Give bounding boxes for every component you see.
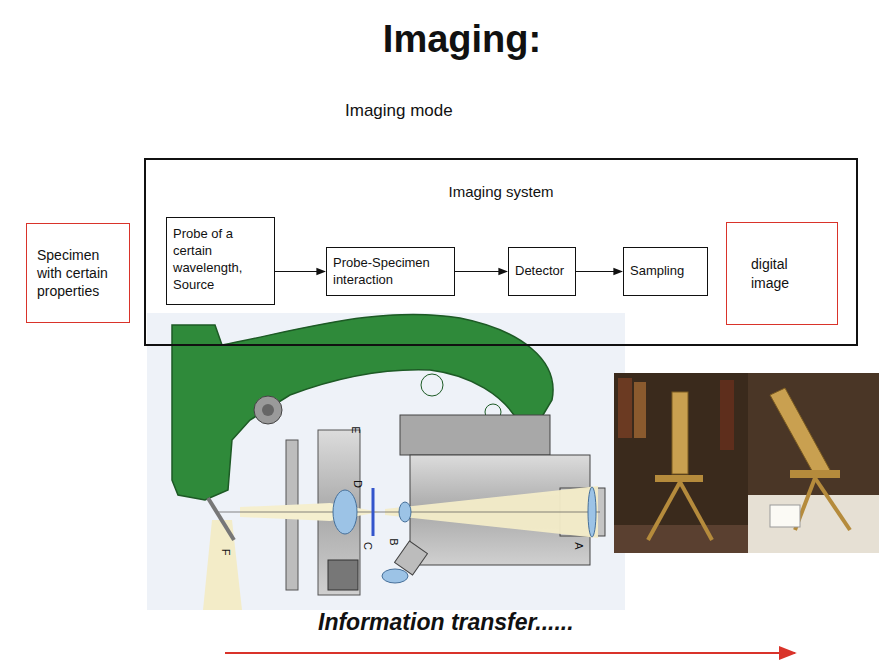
specimen-slide xyxy=(372,488,375,536)
paper-sheet xyxy=(770,505,800,527)
transfer-caption: Information transfer...... xyxy=(318,609,574,636)
brass-leg xyxy=(815,478,850,530)
part-letter: F xyxy=(220,549,232,556)
focus-knob xyxy=(262,404,274,416)
flow-arrow xyxy=(576,271,622,272)
condenser-lens xyxy=(333,490,357,534)
table xyxy=(748,495,879,553)
brass-leg xyxy=(680,482,712,540)
part-letter: E xyxy=(350,426,362,433)
photo-ground xyxy=(748,373,879,553)
objective-lens xyxy=(399,502,411,522)
box-label: Probe of a certain wavelength, Source xyxy=(173,226,268,294)
arm-hole xyxy=(421,374,443,396)
process-box: Probe of a certain wavelength, Source xyxy=(166,217,275,305)
box-label: Detector xyxy=(515,263,564,280)
brass-tube xyxy=(672,392,688,474)
box-label: digital image xyxy=(751,255,811,291)
part-letter: A xyxy=(573,542,585,549)
flow-arrow xyxy=(275,271,325,272)
part-letter: B xyxy=(388,538,400,545)
book xyxy=(634,382,646,438)
illustration-ground xyxy=(147,313,625,610)
group-heading: Imaging system xyxy=(448,182,553,202)
light-beam xyxy=(203,520,242,610)
brass-stage xyxy=(790,470,840,478)
flow-arrow xyxy=(455,271,507,272)
input-box: Specimen with certain properties xyxy=(26,223,130,323)
transfer-arrow xyxy=(225,652,795,654)
process-box: Sampling xyxy=(623,247,708,296)
photo-ground xyxy=(614,373,748,553)
condenser-knob xyxy=(328,560,358,590)
eyepiece-lens xyxy=(588,487,596,537)
system-box: Imaging systemProbe of a certain wavelen… xyxy=(144,158,858,346)
mirror xyxy=(208,498,234,540)
brass-leg xyxy=(648,482,680,540)
process-box: Detector xyxy=(508,247,576,296)
objective-mount xyxy=(400,415,550,455)
book xyxy=(720,380,734,450)
brass-tube xyxy=(770,388,830,478)
title: Imaging: xyxy=(312,18,612,61)
book xyxy=(618,378,632,438)
table xyxy=(614,525,748,553)
box-label: Sampling xyxy=(630,263,684,280)
process-box: Probe-Specimen interaction xyxy=(326,247,455,296)
box-label: Specimen with certain properties xyxy=(37,246,111,301)
brass-stage xyxy=(655,475,703,482)
part-letter: C xyxy=(362,542,374,550)
output-box: digital image xyxy=(726,222,838,325)
focus-knob xyxy=(254,396,282,424)
part-letter: D xyxy=(352,480,364,488)
subtitle: Imaging mode xyxy=(345,101,453,121)
side-lens xyxy=(382,569,408,583)
box-label: Probe-Specimen interaction xyxy=(333,255,448,289)
